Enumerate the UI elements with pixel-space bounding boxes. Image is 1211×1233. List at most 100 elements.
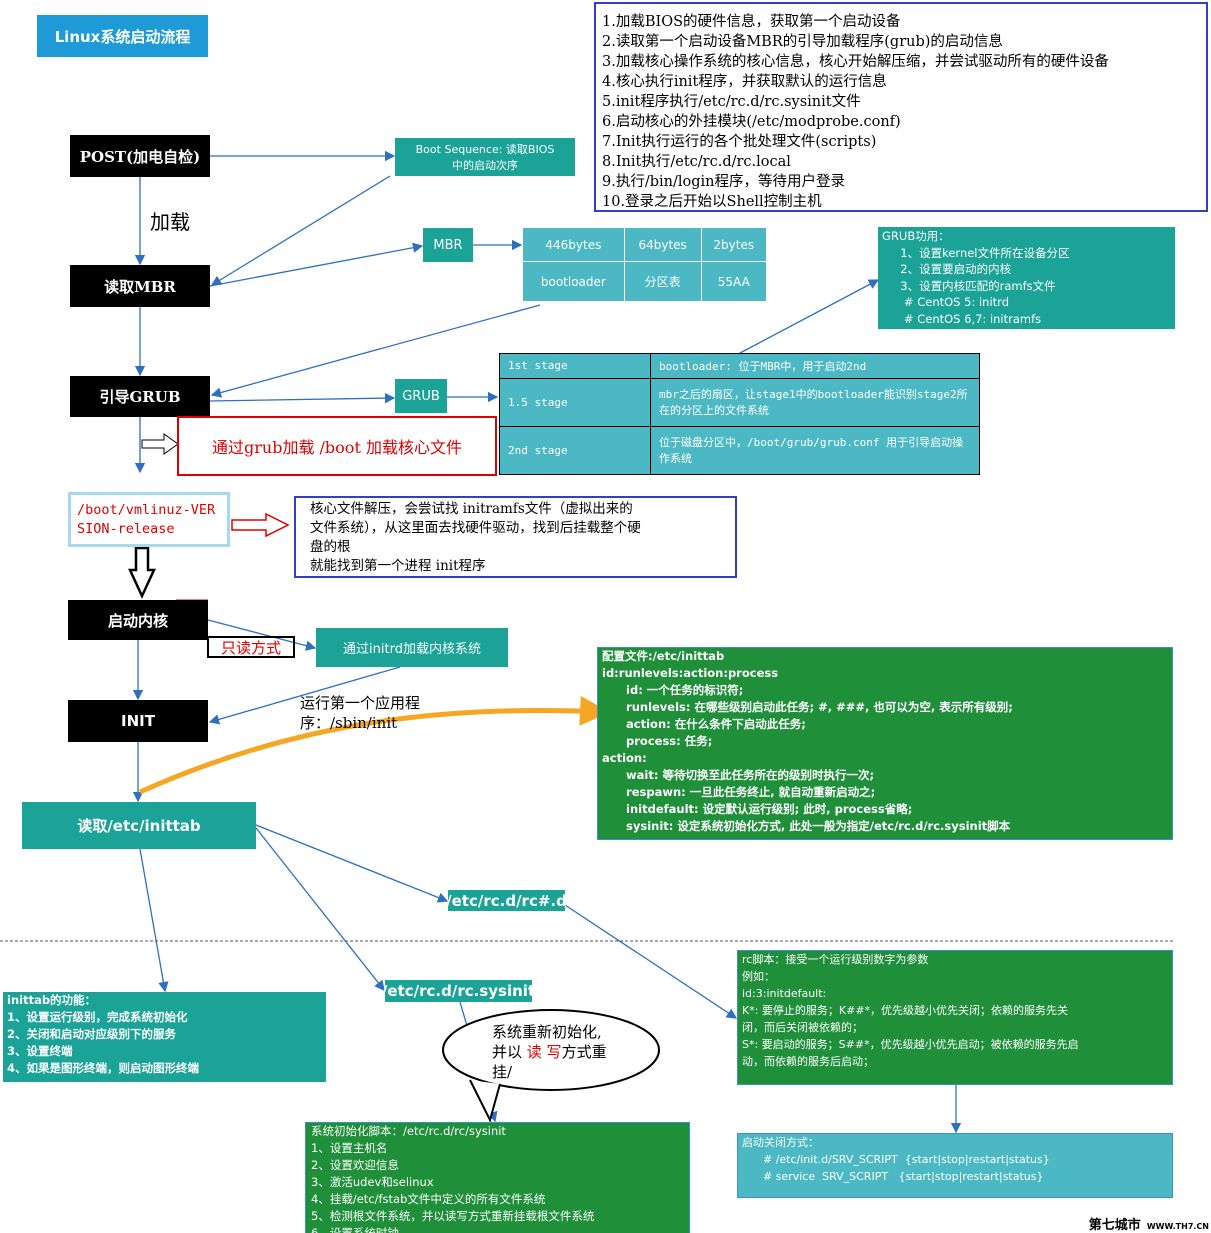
bubble-line: 系统重新初始化, [492, 1023, 602, 1041]
sysinit-line: 系统初始化脚本：/etc/rc.d/rc/sysinit [311, 1124, 506, 1138]
inittab-function-line: 3、设置终端 [7, 1044, 73, 1058]
boot-sequence-line: 中的启动次序 [452, 159, 518, 172]
node-boot-grub: 引导GRUB [70, 376, 210, 417]
inittab-config-line: action: 在什么条件下启动此任务; [602, 717, 806, 731]
grub-function-line: 2、设置要启动的内核 [882, 262, 1012, 276]
stage-desc: 位于磁盘分区中，/boot/grub/grub.conf 用于引导启动操作系统 [650, 425, 980, 476]
stage-name: 1st stage [499, 353, 651, 379]
mbr-cell: 分区表 [623, 261, 702, 302]
sysinit-line: 2、设置欢迎信息 [311, 1158, 399, 1172]
arrow-table-grub [210, 304, 541, 398]
arrow-grub-label [209, 392, 396, 404]
arrow-mbr-label [209, 242, 424, 287]
bubble-line: 并以 [492, 1043, 527, 1061]
rc-script-line: K*: 要停止的服务；K##*，优先级越小优先关闭；依赖的服务先关 [742, 1004, 1069, 1017]
inittab-config-line: sysinit: 设定系统初始化方式, 此处一般为指定/etc/rc.d/rc.… [602, 819, 1011, 833]
sysinit-line: 6、设置系统时钟 [311, 1226, 399, 1233]
sysinit-line: 5、检测根文件系统，并以读写方式重新挂载根文件系统 [311, 1209, 595, 1223]
inittab-function-line: 2、关闭和启动对应级别下的服务 [7, 1027, 176, 1041]
stage-desc: mbr之后的扇区，让stage1中的bootloader能识别stage2所在的… [650, 377, 980, 427]
inittab-config-line: process: 任务; [602, 734, 713, 748]
bubble-highlight: 读 写 [526, 1043, 562, 1061]
grub-function-line: 3、设置内核匹配的ramfs文件 [882, 278, 1056, 293]
rc-script-line: S*: 要启动的服务；S##*，优先级越小优先启动；被依赖的服务先启 [742, 1038, 1079, 1051]
arrow-bootseq-mbr [210, 175, 391, 286]
inittab-function-box: inittab的功能： 1、设置运行级别，完成系统初始化 2、关闭和启动对应级别… [3, 992, 326, 1082]
rc-script-box: rc脚本：接受一个运行级别数字为参数 例如： id:3:initdefault:… [737, 950, 1173, 1085]
page-title: Linux系统启动流程 [37, 15, 208, 57]
kernel-note-line: 文件系统），从这里面去找硬件驱动，找到后挂载整个硬 [310, 520, 641, 536]
mbr-cell: bootloader [522, 261, 625, 302]
rc-script-line: 闭，而后关闭被依赖的； [742, 1021, 863, 1034]
kernel-note-line: 就能找到第一个进程 init程序 [310, 558, 486, 574]
inittab-function-line: 4、如果是图形终端，则启动图形终端 [7, 1061, 199, 1075]
kernel-note-line: 核心文件解压，会尝试找 initramfs文件（虚拟出来的 [310, 501, 633, 517]
bubble-line: 方式重 [561, 1043, 607, 1061]
sysinit-script-box: 系统初始化脚本：/etc/rc.d/rc/sysinit 1、设置主机名 2、设… [305, 1122, 690, 1233]
node-read-inittab: 读取/etc/inittab [22, 802, 256, 849]
step-line: 10.登录之后开始以Shell控制主机 [602, 194, 822, 210]
grub-function-line: 1、设置kernel文件所在设备分区 [882, 245, 1070, 260]
inittab-function-line: 1、设置运行级别，完成系统初始化 [7, 1010, 188, 1024]
load-label: 加载 [150, 210, 190, 234]
readonly-label: 只读方式 [207, 636, 295, 658]
steps-box: 1.加载BIOS的硬件信息，获取第一个启动设备 2.读取第一个启动设备MBR的引… [594, 2, 1208, 212]
hollow-arrow-down [128, 546, 156, 599]
grub-function-box: GRUB功用： 1、设置kernel文件所在设备分区 2、设置要启动的内核 3、… [878, 227, 1175, 329]
mbr-cell: 64bytes [623, 227, 702, 262]
grub-label: GRUB [395, 379, 447, 413]
inittab-config-line: 配置文件:/etc/inittab [602, 649, 725, 663]
step-line: 1.加载BIOS的硬件信息，获取第一个启动设备 [602, 14, 901, 30]
mbr-cell: 446bytes [522, 227, 625, 262]
mbr-cell: 2bytes [700, 227, 768, 262]
orange-curve-arrow [138, 695, 610, 795]
node-read-mbr: 读取MBR [70, 265, 210, 307]
start-stop-line: 启动关闭方式： [742, 1136, 819, 1149]
node-post: POST(加电自检) [70, 135, 210, 177]
arrow-kernel-initrd [207, 619, 317, 651]
grub-function-line: GRUB功用： [882, 229, 950, 243]
arrow-rcd-rcscript [564, 904, 738, 1019]
first-app-line: 运行第一个应用程 [300, 694, 421, 712]
watermark-url: WWW.TH7.CN [1146, 1222, 1209, 1231]
hollow-arrow-right [141, 433, 179, 455]
arrow-stage-grubfunc [739, 279, 880, 354]
grub-load-note: 通过grub加载 /boot 加载核心文件 [177, 416, 497, 476]
speech-bubble [442, 1009, 660, 1091]
kernel-note-line: 盘的根 [310, 539, 351, 555]
grub-function-line: # CentOS 6,7: initramfs [882, 311, 1042, 326]
node-start-kernel: 启动内核 [68, 600, 208, 640]
step-line: 3.加载核心操作系统的核心信息，核心开始解压缩，并尝试驱动所有的硬件设备 [602, 54, 1109, 70]
mbr-label: MBR [423, 228, 473, 262]
inittab-config-line: initdefault: 设定默认运行级别; 此时, process省略; [602, 802, 913, 816]
bubble-line: 挂/ [492, 1063, 513, 1081]
node-sysinit: /etc/rc.d/rc.sysinit [381, 980, 536, 1002]
sysinit-line: 1、设置主机名 [311, 1141, 388, 1155]
watermark: 第七城市 WWW.TH7.CN [1089, 1214, 1209, 1233]
bubble-text: 系统重新初始化, 并以 读 写方式重 挂/ [492, 1022, 607, 1082]
start-stop-line: # /etc/init.d/SRV_SCRIPT {start|stop|res… [742, 1153, 1050, 1166]
start-stop-box: 启动关闭方式： # /etc/init.d/SRV_SCRIPT {start|… [737, 1133, 1173, 1198]
rc-script-line: rc脚本：接受一个运行级别数字为参数 [742, 953, 929, 966]
first-app-line: 序：/sbin/init [300, 714, 398, 732]
boot-sequence-line: Boot Sequence: 读取BIOS [415, 143, 555, 156]
step-line: 7.Init执行运行的各个批处理文件(scripts) [602, 134, 877, 150]
stage-name: 2nd stage [499, 425, 651, 476]
inittab-config-line: respawn: 一旦此任务终止, 就自动重新启动之; [602, 785, 876, 799]
inittab-config-box: 配置文件:/etc/inittab id:runlevels:action:pr… [597, 647, 1173, 840]
first-app-note: 运行第一个应用程 序：/sbin/init [300, 693, 420, 733]
inittab-config-line: id: 一个任务的标识符; [602, 683, 744, 697]
step-line: 5.init程序执行/etc/rc.d/rc.sysinit文件 [602, 94, 861, 110]
step-line: 8.Init执行/etc/rc.d/rc.local [602, 154, 791, 170]
inittab-config-line: wait: 等待切换至此任务所在的级别时执行一次; [602, 768, 875, 782]
arrow-inittab-sysinit [255, 827, 385, 992]
kernel-note-box: 核心文件解压，会尝试找 initramfs文件（虚拟出来的 文件系统），从这里面… [294, 496, 737, 578]
rc-script-line: id:3:initdefault: [742, 987, 827, 1000]
rc-script-line: 动，而依赖的服务后启动； [742, 1055, 874, 1068]
node-init: INIT [68, 700, 208, 742]
grub-function-line: # CentOS 5: initrd [882, 295, 1009, 309]
node-rcd: /etc/rc.d/rc#.d [446, 890, 567, 911]
sysinit-line: 3、激活udev和selinux [311, 1175, 434, 1189]
